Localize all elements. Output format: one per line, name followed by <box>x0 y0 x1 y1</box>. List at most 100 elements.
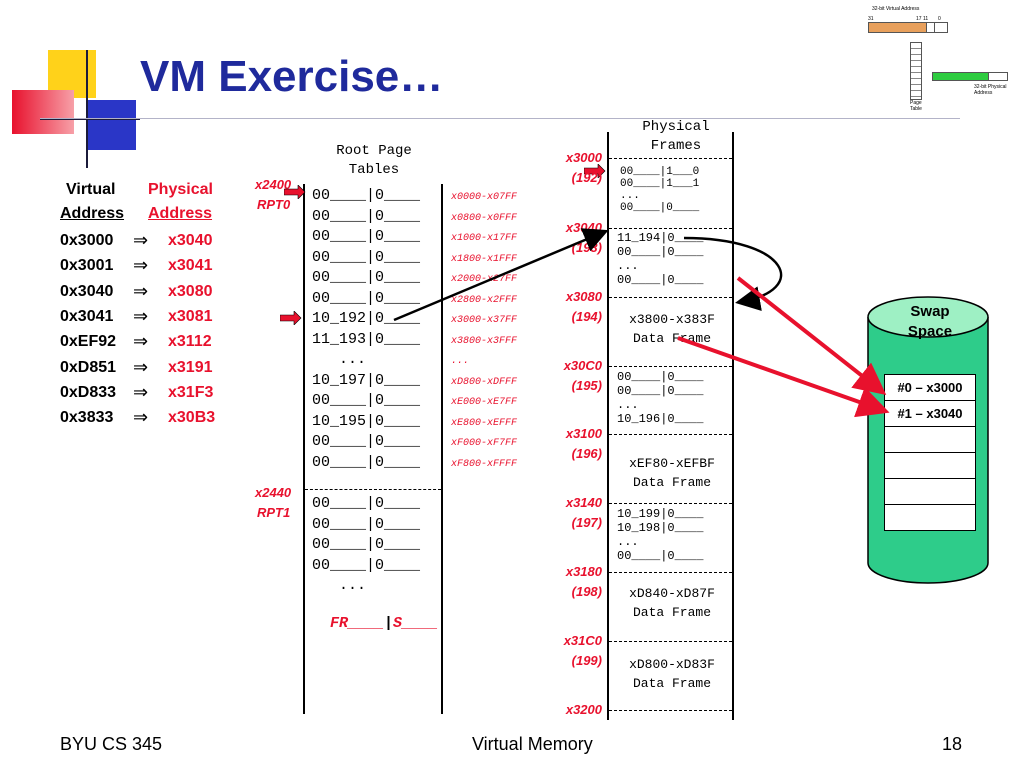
frames-right-border <box>732 132 734 720</box>
rpt0-entry: 00____|0____ <box>312 228 421 245</box>
frame-divider <box>609 366 732 367</box>
rpt-current-row-arrow <box>279 310 302 330</box>
implies-arrow: ⇒ <box>133 255 149 276</box>
swap-slot <box>884 504 976 531</box>
rpt-legend: FR____|S____ <box>330 615 439 632</box>
implies-arrow: ⇒ <box>133 356 149 377</box>
implies-arrow: ⇒ <box>133 331 149 352</box>
address-range-label: x0800-x0FFF <box>451 212 518 224</box>
frame-address-label: x3080 <box>565 289 602 304</box>
rpt0-entry: 00____|0____ <box>312 207 421 225</box>
implies-arrow: ⇒ <box>133 407 149 428</box>
rpt0-address: x2400 <box>255 177 292 192</box>
implies-arrow: ⇒ <box>133 280 149 301</box>
frame-divider <box>609 641 732 642</box>
virtual-address-cell: 0x3000 <box>60 232 114 249</box>
frame-divider <box>609 434 732 435</box>
frame-divider <box>609 572 732 573</box>
physical-address-cell: x3081 <box>168 307 213 325</box>
virtual-address-cell: 0xD851 <box>60 358 117 376</box>
swap-slot <box>884 478 976 505</box>
address-range-label: x0000-x07FF <box>451 192 518 203</box>
swap-space-label: Swap Space <box>907 303 953 340</box>
physical-address-cell: x3040 <box>168 232 213 249</box>
frame-199: xD800-xD83F Data Frame <box>629 657 715 691</box>
footer-center: Virtual Memory <box>472 734 593 754</box>
rpt1-entry: ... <box>312 577 367 594</box>
frame-193: 11_194|0____ 00____|0____ ... 00____|0__… <box>617 231 704 287</box>
frame-198: xD840-xD87F Data Frame <box>629 586 715 620</box>
virtual-address-cell: 0x3833 <box>60 409 114 427</box>
rpt1-name: RPT1 <box>257 505 291 520</box>
virtual-address-cell: 0x3001 <box>60 257 114 275</box>
rpt-column-left-border <box>303 184 305 714</box>
rpt0-entry: 10_197|0____ <box>312 371 421 389</box>
swap-slot: #0 – x3000 <box>884 374 976 401</box>
implies-arrow: ⇒ <box>133 381 149 402</box>
address-range-label: x1000-x17FF <box>451 233 518 244</box>
frame-number-label: (193) <box>571 240 602 255</box>
address-range-label: x2800-x2FFF <box>451 294 518 306</box>
frame-address-label: x3140 <box>565 495 602 510</box>
root-page-tables-header: Root Page Tables <box>336 143 412 178</box>
swap-slot <box>884 452 976 479</box>
physical-address-header-2: Address <box>148 205 213 222</box>
thumbnail-top-label: 32-bit Virtual Address <box>872 6 920 12</box>
physical-address-cell: x3080 <box>168 282 213 300</box>
rpt0-entry: 00____|0____ <box>312 392 421 409</box>
thumbnail-diagram: 32-bit Virtual Address 31 17 11 0 32-bit… <box>868 6 1008 112</box>
physical-address-cell: x3191 <box>168 358 213 376</box>
footer-page-number: 18 <box>942 734 963 754</box>
frame-address-label: x31C0 <box>563 633 602 648</box>
rpt0-entry: 00____|0____ <box>312 453 421 471</box>
address-range-label: x1800-x1FFF <box>451 253 518 265</box>
frame-192: 00____|1___0 00____|1___1 ... 00____|0__… <box>620 166 700 214</box>
frame-address-label: x3000 <box>565 150 602 165</box>
title-underline <box>40 118 960 119</box>
rpt0-entry: ... <box>312 351 367 368</box>
frame-number-label: (199) <box>571 653 602 668</box>
rpt0-entry: 10_192|0____ <box>312 310 421 327</box>
virtual-address-cell: 0x3041 <box>60 307 114 325</box>
frame-number-label: (198) <box>571 584 602 599</box>
rpt1-entry: 00____|0____ <box>312 495 421 512</box>
implies-arrow: ⇒ <box>133 305 149 326</box>
logo-decoration <box>10 40 140 170</box>
frame-divider <box>609 710 732 711</box>
rpt0-entry: 00____|0____ <box>312 187 421 204</box>
address-range-label: xE800-xEFFF <box>451 417 518 429</box>
frame-address-label: x30C0 <box>563 358 602 373</box>
address-range-label: x2000-x27FF <box>451 274 518 285</box>
virtual-address-cell: 0xD833 <box>60 383 117 401</box>
address-range-label: xF800-xFFFF <box>451 458 518 470</box>
rpt0-entry: 00____|0____ <box>312 269 421 286</box>
frame-divider <box>609 158 732 159</box>
frame-address-label: x3040 <box>565 220 602 235</box>
physical-frames-header: Physical Frames <box>642 119 710 154</box>
address-range-label: xF000-xF7FF <box>451 438 518 449</box>
frame-196: xEF80-xEFBF Data Frame <box>629 456 715 490</box>
frame-address-label: x3180 <box>565 564 602 579</box>
frame-number-label: (197) <box>571 515 602 530</box>
physical-address-cell: x3112 <box>168 333 212 351</box>
swap-slot: #1 – x3040 <box>884 400 976 427</box>
rpt0-entry: 11_193|0____ <box>312 330 421 348</box>
rpt1-entry: 00____|0____ <box>312 515 421 533</box>
frame-number-label: (194) <box>571 309 602 324</box>
frame-divider <box>609 297 732 298</box>
implies-arrow: ⇒ <box>133 230 149 250</box>
rpt0-entry: 10_195|0____ <box>312 412 421 430</box>
physical-address-cell: x30B3 <box>168 409 216 427</box>
address-range-label: x3800-x3FFF <box>451 335 518 347</box>
address-range-label: xD800-xDFFF <box>451 376 518 388</box>
slide-title: VM Exercise… <box>140 52 444 101</box>
rpt1-entry: 00____|0____ <box>312 556 421 574</box>
address-range-label: ... <box>451 356 470 367</box>
swap-slot <box>884 426 976 453</box>
virtual-address-cell: 0xEF92 <box>60 333 117 351</box>
frame-194: x3800-x383F Data Frame <box>629 312 715 346</box>
rpt1-address: x2440 <box>255 485 292 500</box>
frame-address-label: x3100 <box>565 426 602 441</box>
rpt1-entry: 00____|0____ <box>312 536 421 553</box>
frame-number-label: (195) <box>571 378 602 393</box>
